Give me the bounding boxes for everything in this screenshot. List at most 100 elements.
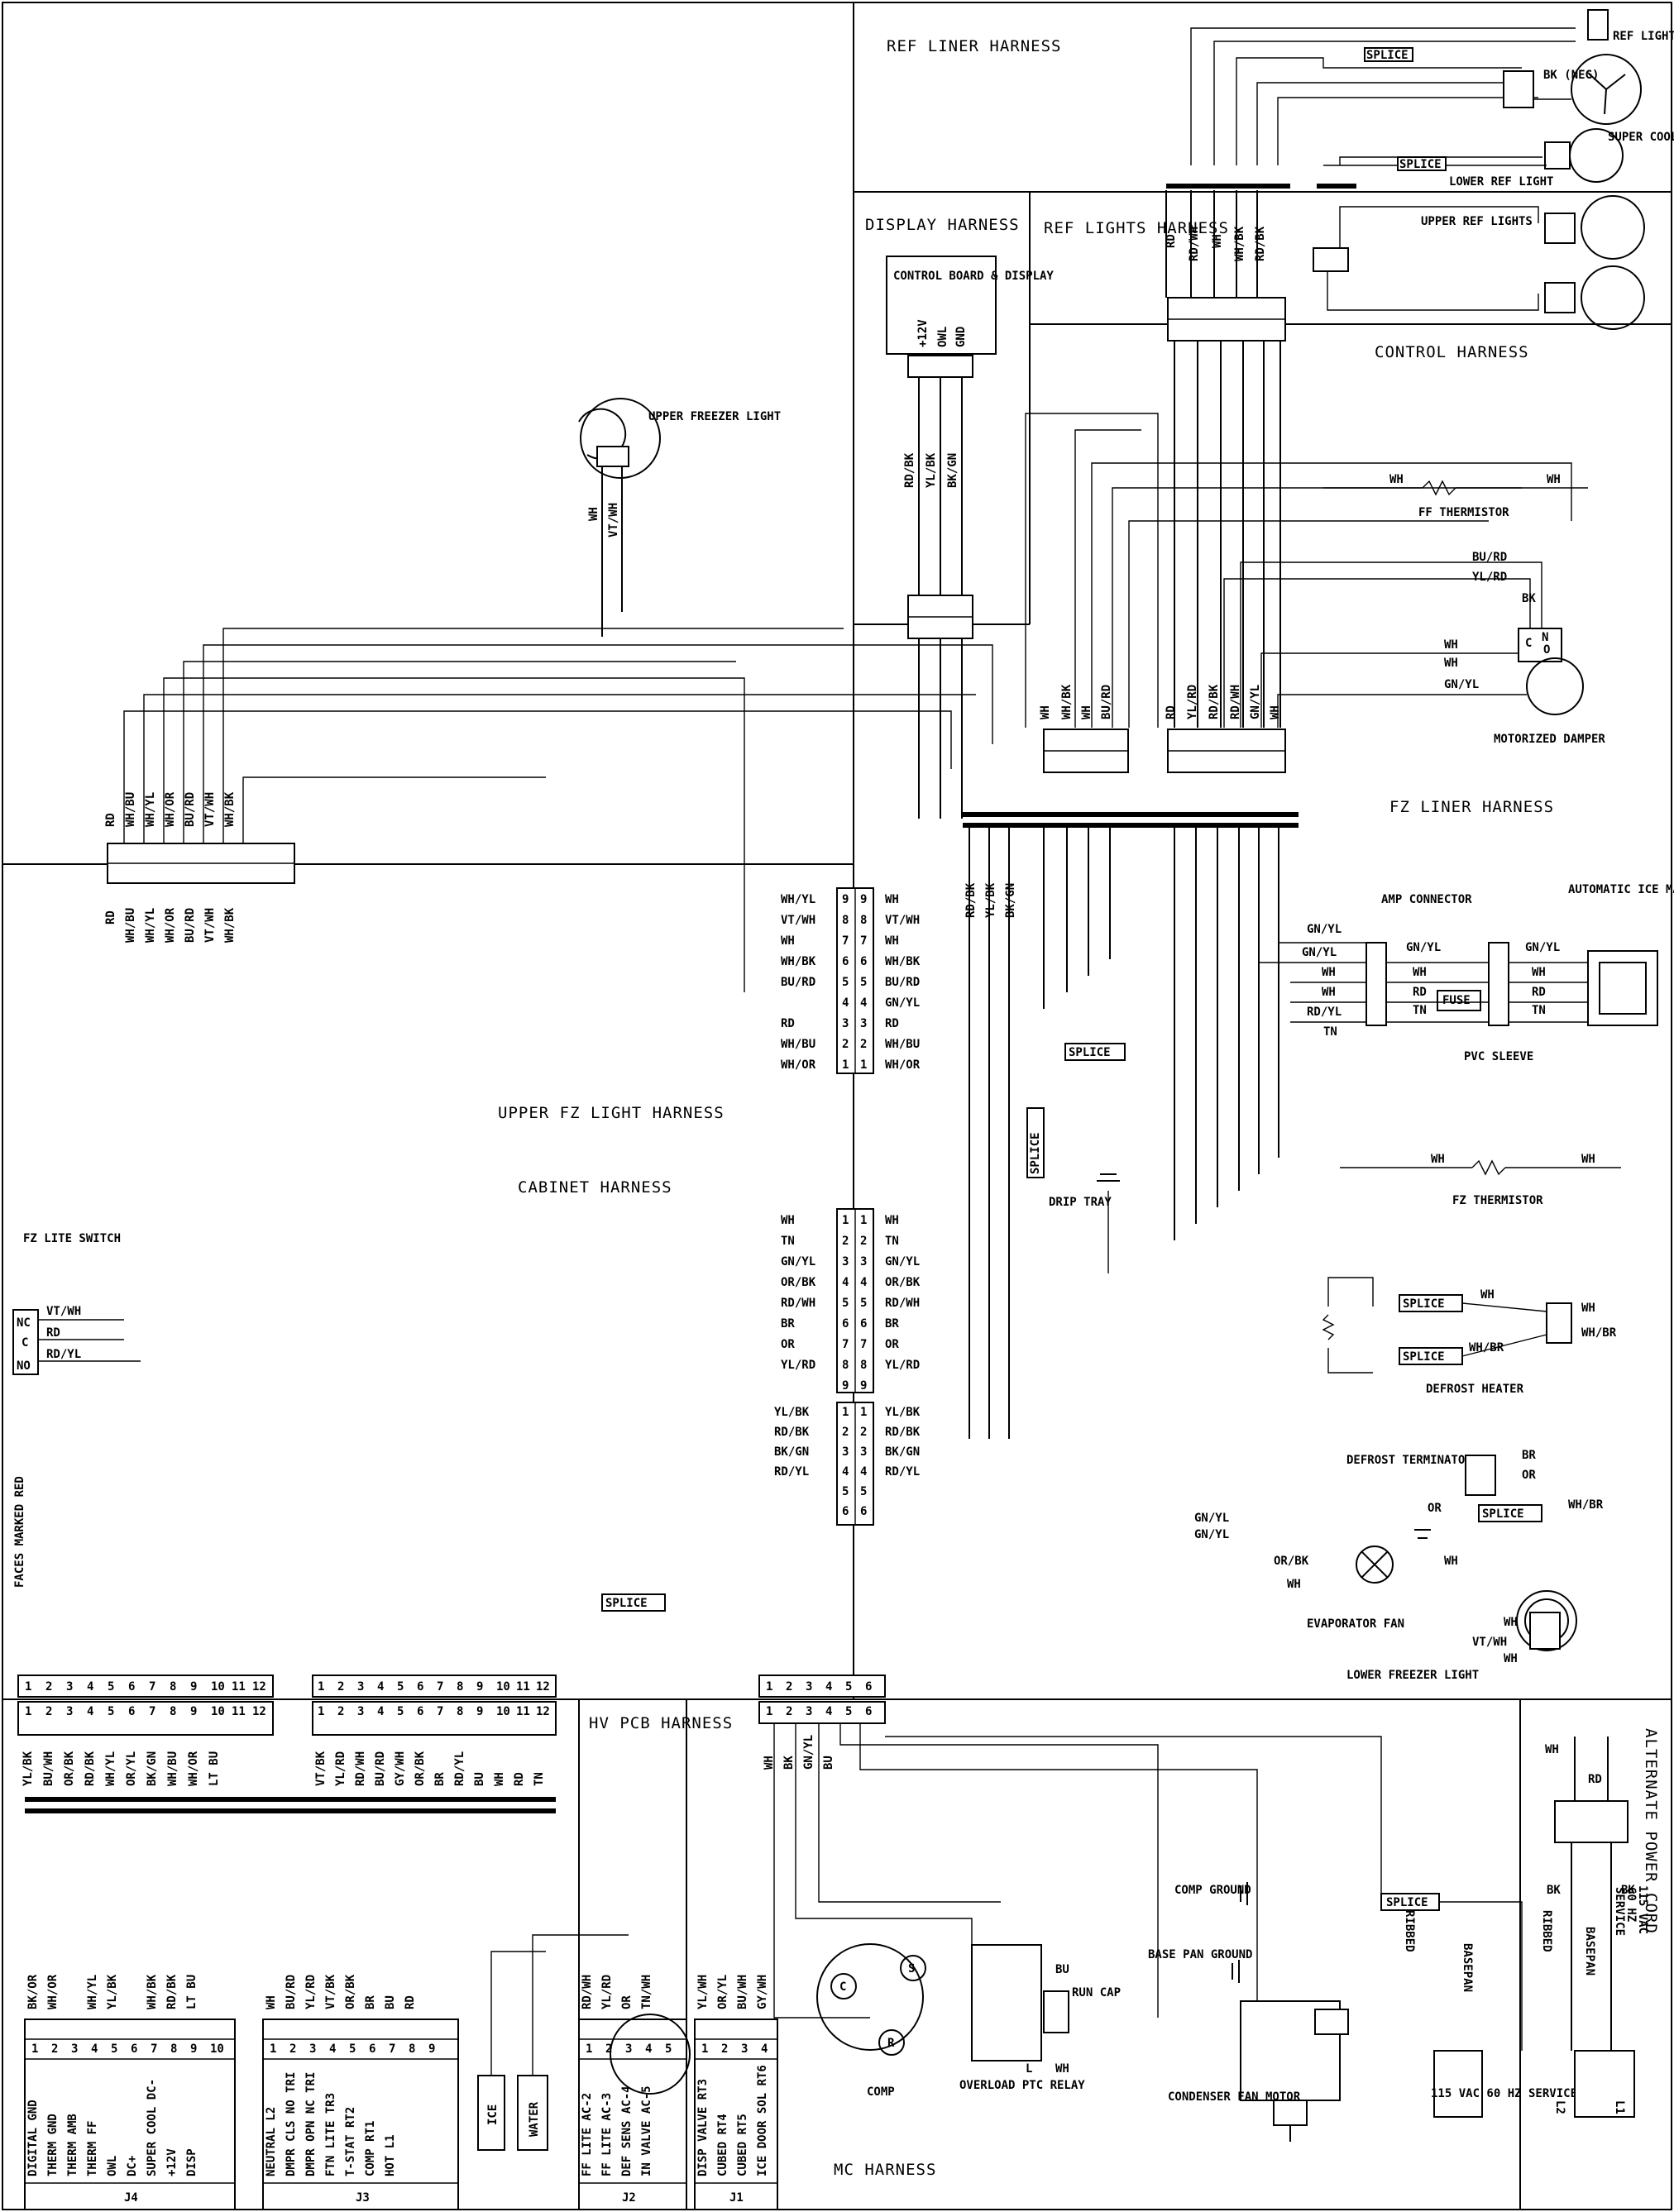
- hv-group2-label: GY/WH: [394, 1751, 407, 1786]
- cabinet-upper-left-label: VT/WH: [781, 914, 815, 927]
- pin-number: 11: [516, 1680, 530, 1694]
- left-9pin-connector: RD WH/BU WH/YL WH/OR BU/RD VT/WH WH/BK R…: [104, 628, 993, 992]
- svg-text:WH/BU: WH/BU: [124, 792, 137, 827]
- pin-number: 10: [496, 1680, 510, 1694]
- j3-pin-label: HOT L1: [384, 2134, 397, 2176]
- pcb-j4: J4: [24, 2019, 236, 2210]
- pin-number: 5: [845, 1680, 852, 1694]
- svg-text:YL/BK: YL/BK: [925, 452, 938, 488]
- pcb-j1: J1: [694, 2019, 778, 2210]
- svg-text:BU: BU: [1055, 1963, 1069, 1976]
- pin-number: 5: [842, 1485, 849, 1498]
- svg-text:BU/RD: BU/RD: [1472, 551, 1507, 564]
- power-service: SPLICE RIBBED BASEPAN 115 VAC 60 HZ SERV…: [1380, 1893, 1577, 2118]
- svg-text:R: R: [887, 2037, 895, 2050]
- cabinet-upper-right-label: WH: [885, 893, 899, 906]
- svg-text:C: C: [1525, 637, 1532, 650]
- hv-group1-label: LT BU: [208, 1751, 221, 1786]
- pin-number: 9: [842, 893, 849, 906]
- j4-wire-label: WH/YL: [86, 1975, 99, 2009]
- pin-number: 2: [45, 1680, 52, 1694]
- svg-text:RD: RD: [1165, 234, 1178, 248]
- cabinet-lower-left-label: RD/WH: [781, 1297, 815, 1310]
- cabinet-lower-left-label: YL/RD: [781, 1359, 815, 1372]
- j3-pin-label: COMP RT1: [364, 2121, 377, 2176]
- hv-group1-label: WH/YL: [104, 1751, 117, 1786]
- j4-pin-label: SUPER COOL DC-: [146, 2079, 159, 2176]
- hv-group3-label: BK: [782, 1756, 796, 1770]
- j1-wire-label: BU/WH: [736, 1975, 749, 2009]
- svg-text:WH: WH: [1547, 473, 1561, 486]
- pin-number: 3: [357, 1705, 364, 1718]
- hv-connector-group1: [17, 1675, 274, 1736]
- svg-text:WH: WH: [1039, 705, 1052, 719]
- pin-number: 1: [31, 2042, 38, 2056]
- svg-text:SUPER COOL FAN: SUPER COOL FAN: [1608, 131, 1674, 144]
- hv-group2-label: RD/YL: [453, 1751, 466, 1786]
- pin-number: 2: [786, 1705, 792, 1718]
- pin-number: 5: [860, 976, 867, 989]
- pin-number: 8: [842, 914, 849, 927]
- mc-wiring: [773, 1723, 1523, 2051]
- svg-text:N: N: [1542, 631, 1548, 644]
- j1-pin-label: ICE DOOR SOL RT6: [756, 2065, 769, 2176]
- ice-water-valves: ICE WATER: [477, 1934, 691, 2151]
- pin-number: 7: [860, 934, 867, 948]
- svg-text:MOTORIZED DAMPER: MOTORIZED DAMPER: [1494, 733, 1605, 746]
- pin-number: 9: [190, 2042, 197, 2056]
- j4-wire-label: RD/BK: [165, 1974, 179, 2009]
- pin-number: 4: [842, 1465, 849, 1479]
- pin-number: 12: [252, 1705, 266, 1718]
- svg-text:BASE PAN GROUND: BASE PAN GROUND: [1148, 1948, 1252, 1961]
- pin-number: 3: [66, 1705, 73, 1718]
- title-cabinet: CABINET HARNESS: [518, 1178, 672, 1197]
- svg-text:SPLICE: SPLICE: [1403, 1297, 1445, 1311]
- svg-text:WH: WH: [1504, 1652, 1518, 1665]
- svg-text:RD/WH: RD/WH: [1229, 685, 1242, 719]
- svg-text:WH/BR: WH/BR: [1568, 1498, 1604, 1512]
- defrost-terminator: DEFROST TERMINATOR BR OR OR SPLICE WH/BR: [1346, 1449, 1604, 1522]
- pin-number: 3: [71, 2042, 78, 2056]
- j4-pin-label: DISP: [185, 2148, 198, 2176]
- svg-text:LOWER FREEZER LIGHT: LOWER FREEZER LIGHT: [1346, 1669, 1479, 1682]
- cabinet-small-left-label: RD/YL: [774, 1465, 809, 1479]
- svg-text:GN/YL: GN/YL: [1307, 923, 1342, 936]
- pin-number: 2: [786, 1680, 792, 1694]
- svg-text:VT/WH: VT/WH: [203, 792, 217, 827]
- pin-number: 7: [389, 2042, 395, 2056]
- svg-text:WH: WH: [1413, 966, 1427, 979]
- svg-text:WH/BR: WH/BR: [1469, 1341, 1504, 1354]
- condenser-fan-motor: CONDENSER FAN MOTOR: [1168, 2000, 1349, 2142]
- svg-text:GN/YL: GN/YL: [1194, 1512, 1229, 1525]
- control-harness-wiring: [1025, 341, 1572, 728]
- svg-text:WH/OR: WH/OR: [164, 907, 177, 943]
- svg-text:REF LIGHT SWITCH: REF LIGHT SWITCH: [1613, 30, 1674, 43]
- pin-number: 4: [87, 1705, 93, 1718]
- svg-text:WH: WH: [1444, 1555, 1458, 1568]
- hv-pin-numbers: 1111222233334444555566667777888899991010…: [25, 1680, 872, 1718]
- svg-text:L: L: [1026, 2062, 1032, 2076]
- svg-text:EVAPORATOR FAN: EVAPORATOR FAN: [1307, 1617, 1404, 1631]
- hv-group1-label: OR/YL: [125, 1751, 138, 1786]
- fz-thermistor: WH WH FZ THERMISTOR: [1340, 1153, 1621, 1207]
- svg-text:NC: NC: [17, 1316, 31, 1330]
- pin-number: 2: [842, 1426, 849, 1439]
- pin-number: 3: [842, 1017, 849, 1030]
- pin-number: 3: [741, 2042, 748, 2056]
- j4-pin-label: THERM GND: [46, 2114, 60, 2176]
- svg-text:BK/GN: BK/GN: [1004, 883, 1017, 918]
- pin-number: 9: [860, 1379, 867, 1393]
- cabinet-lower-right-label: OR: [885, 1338, 899, 1351]
- pin-number: 3: [806, 1680, 812, 1694]
- j2-pin-label: FF LITE AC-2: [581, 2093, 594, 2176]
- pin-number: 6: [860, 1317, 867, 1331]
- svg-text:RD: RD: [1413, 986, 1427, 999]
- pin-number: 3: [806, 1705, 812, 1718]
- pin-number: 1: [860, 1058, 867, 1072]
- pin-number: 5: [860, 1297, 867, 1310]
- hv-group2-label: TN: [533, 1772, 546, 1786]
- pin-number: 9: [476, 1680, 483, 1694]
- svg-text:WH: WH: [1389, 473, 1404, 486]
- j4-pin-label: OWL: [106, 2156, 119, 2176]
